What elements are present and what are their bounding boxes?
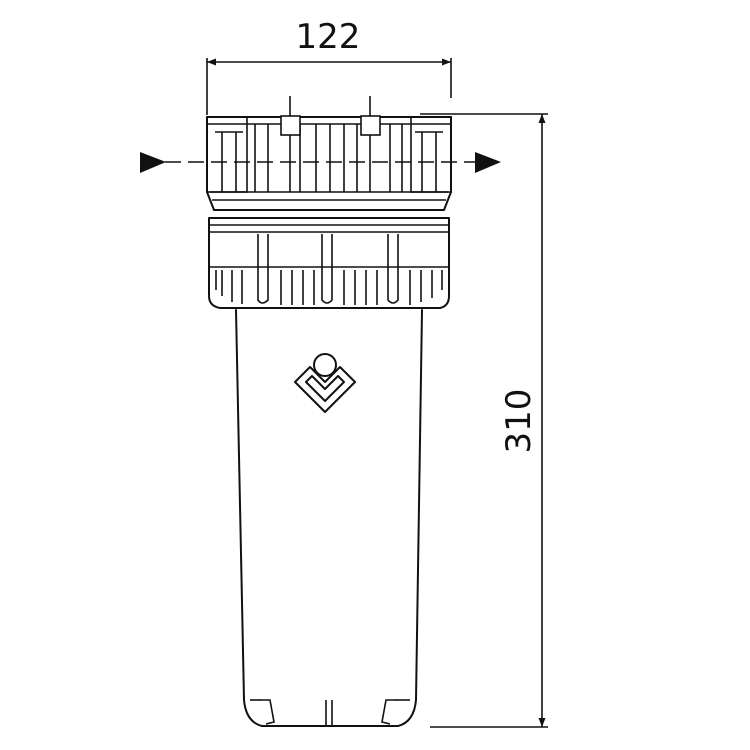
outlet-arrow-icon bbox=[475, 152, 501, 173]
ring-knurl bbox=[215, 270, 443, 305]
width-dimension: 122 bbox=[206, 17, 452, 115]
bowl-feet bbox=[250, 699, 410, 725]
sump-ring bbox=[208, 217, 450, 309]
head-ribs bbox=[215, 124, 443, 192]
filter-head bbox=[206, 96, 452, 211]
flow-line bbox=[140, 152, 501, 173]
inlet-arrow-icon bbox=[140, 152, 166, 173]
width-dimension-label: 122 bbox=[296, 17, 361, 57]
ring-lugs bbox=[257, 234, 399, 304]
brand-diamond-logo bbox=[294, 353, 356, 413]
height-dimension-label: 310 bbox=[499, 389, 539, 454]
height-dimension: 310 bbox=[420, 113, 548, 728]
head-pins bbox=[280, 96, 381, 192]
filter-bowl bbox=[235, 309, 423, 727]
